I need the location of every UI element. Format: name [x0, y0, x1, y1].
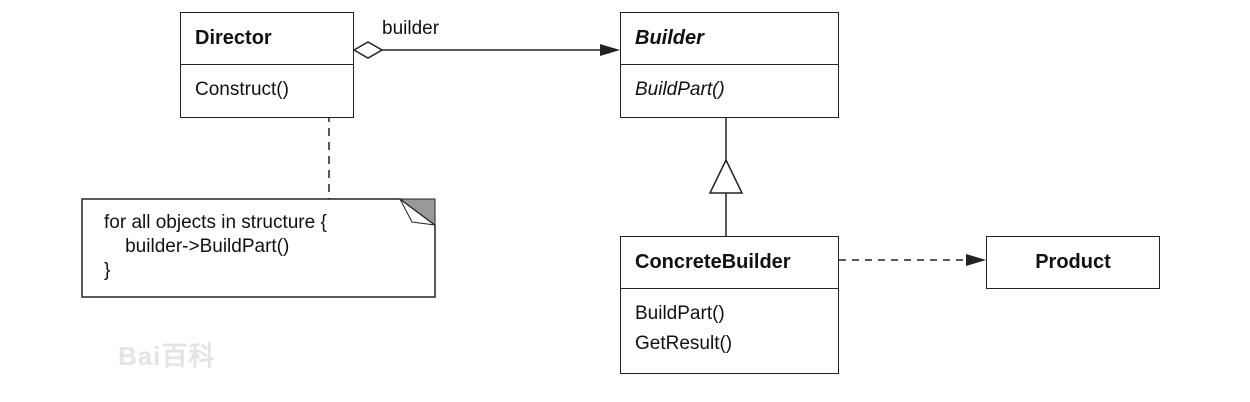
- note-line: }: [104, 260, 111, 281]
- builder-operations: BuildPart(): [621, 65, 838, 115]
- director-operation: Construct(): [195, 79, 289, 100]
- director-operations: Construct(): [181, 65, 353, 115]
- note-text: for all objects in structure { builder->…: [82, 199, 435, 297]
- note-line: builder->BuildPart(): [104, 236, 290, 257]
- builder-class: Builder BuildPart(): [620, 12, 839, 118]
- inheritance-triangle: [708, 158, 744, 194]
- watermark-logo: Bai百科: [118, 341, 216, 371]
- concrete-builder-operations: BuildPart() GetResult(): [621, 289, 838, 369]
- concrete-builder-class-name: ConcreteBuilder: [621, 237, 838, 289]
- product-class-name: Product: [1035, 250, 1111, 273]
- association-label: builder: [382, 18, 440, 39]
- director-class: Director Construct(): [180, 12, 354, 118]
- note-fold-edge: [399, 198, 436, 226]
- dependency-arrowhead: [966, 254, 986, 266]
- builder-operation: BuildPart(): [635, 79, 725, 100]
- director-class-name: Director: [181, 13, 353, 65]
- aggregation-arrowhead: [600, 44, 620, 56]
- aggregation-diamond: [352, 41, 384, 59]
- product-class: Product: [986, 236, 1160, 289]
- concrete-builder-operation: BuildPart(): [635, 303, 725, 324]
- note-shape: [81, 198, 436, 298]
- concrete-builder-class: ConcreteBuilder BuildPart() GetResult(): [620, 236, 839, 374]
- note-fold-icon: [398, 198, 436, 226]
- note-line: for all objects in structure {: [104, 212, 327, 233]
- builder-class-name: Builder: [621, 13, 838, 65]
- concrete-builder-operation: GetResult(): [635, 333, 733, 354]
